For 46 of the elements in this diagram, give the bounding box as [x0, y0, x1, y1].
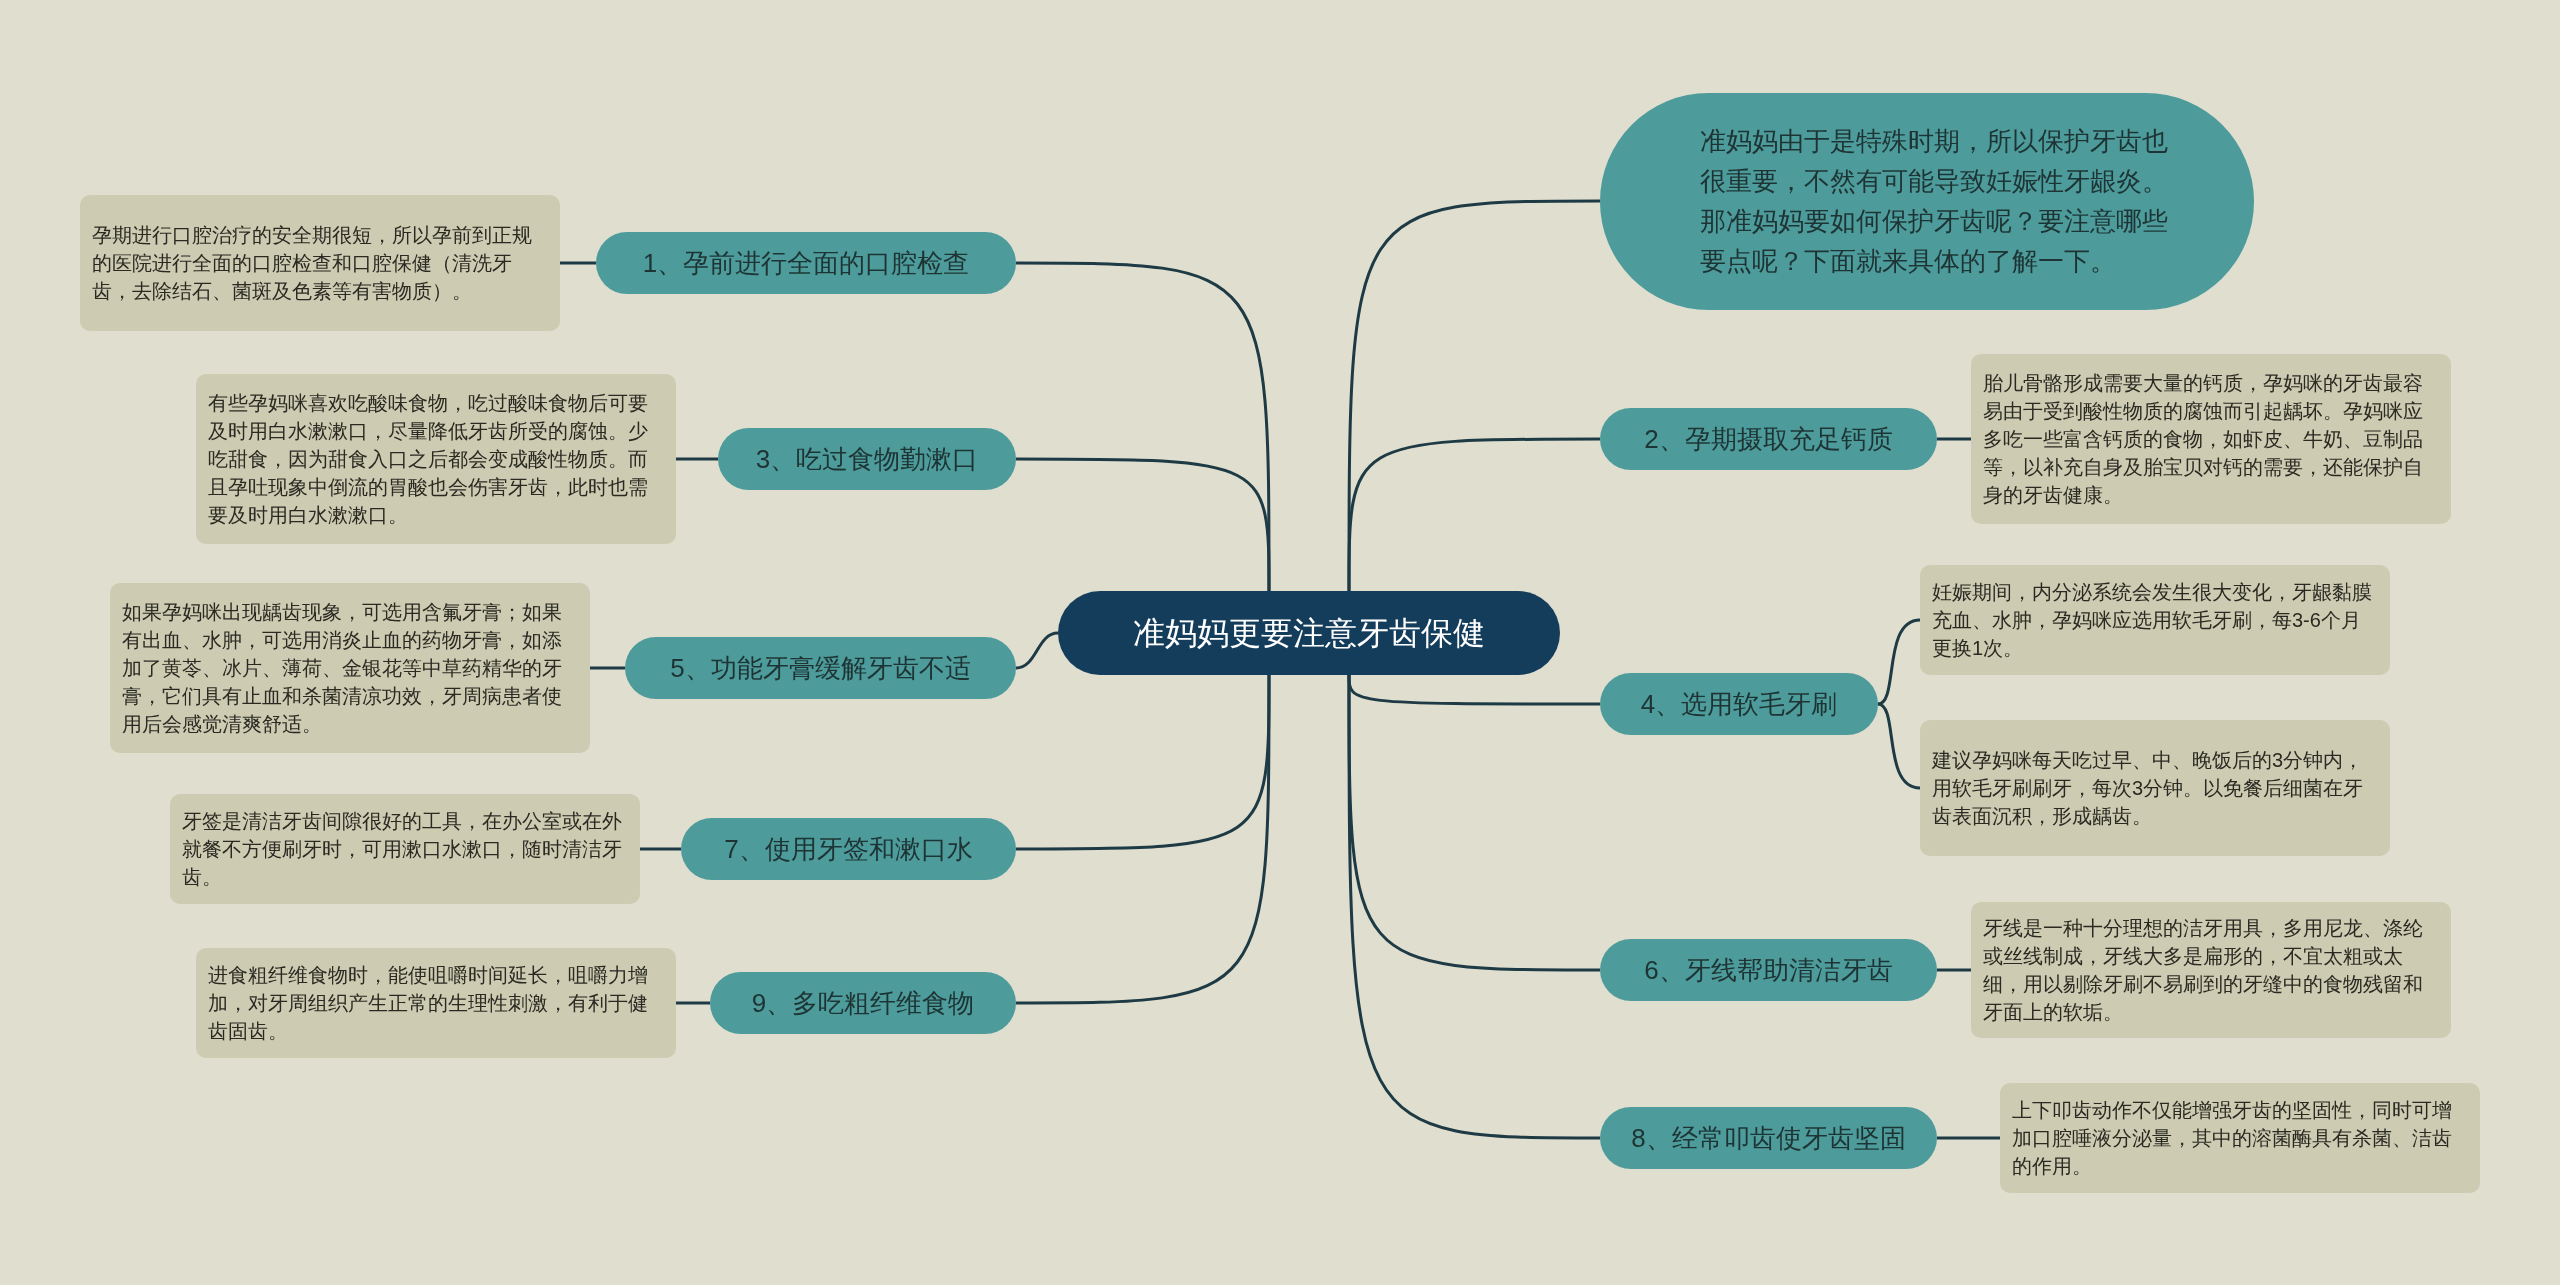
detail-text: 牙线是一种十分理想的洁牙用具，多用尼龙、涤纶或丝线制成，牙线大多是扁形的，不宜太粗或太细，用以剔除牙刷不易刷到的牙缝中的食物残留和牙面上的软垢。 [1983, 916, 2424, 1025]
connector-line [1015, 631, 1059, 670]
detail-text: 胎儿骨骼形成需要大量的钙质，孕妈咪的牙齿最容易由于受到酸性物质的腐蚀而引起龋坏。孕妈咪应多吃一些富含钙质的食物，如虾皮、牛奶、豆制品等，以补充自身及胎宝贝对钙的需要，还能保护自身的牙齿健康。 [1983, 371, 2424, 508]
detail-text: 建议孕妈咪每天吃过早、中、晚饭后的3分钟内，用软毛牙刷刷牙，每次3分钟。以免餐后细菌在牙齿表面沉积，形成龋齿。 [1932, 748, 2365, 829]
branch-label: 6、牙线帮助清洁牙齿 [1644, 953, 1893, 987]
branch-label: 7、使用牙签和漱口水 [724, 832, 973, 866]
connector-line [676, 1001, 710, 1005]
detail-text: 如果孕妈咪出现龋齿现象，可选用含氟牙膏；如果有出血、水肿，可选用消炎止血的药物牙膏，如添加了黄苓、冰片、薄荷、金银花等中草药精华的牙膏，它们具有止血和杀菌清凉功效，牙周病患者使用后会感觉清爽舒适。 [122, 600, 563, 737]
detail-card [80, 195, 560, 331]
connector-line [1877, 702, 1921, 790]
connector-line [1937, 968, 1971, 972]
detail-card [196, 374, 676, 544]
detail-card [196, 948, 676, 1058]
connector-line [1937, 437, 1971, 441]
branch-label: 3、吃过食物勤漱口 [755, 442, 979, 476]
connector-line [1937, 1136, 2000, 1140]
connector-line [1877, 618, 1921, 706]
branch-label: 2、孕期摄取充足钙质 [1644, 422, 1893, 456]
detail-card [1971, 902, 2451, 1038]
connector-line [1347, 675, 1600, 1140]
detail-text: 有些孕妈咪喜欢吃酸味食物，吃过酸味食物后可要及时用白水漱漱口，尽量降低牙齿所受的腐蚀。少吃甜食，因为甜食入口之后都会变成酸性物质。而且孕吐现象中倒流的胃酸也会伤害牙齿，此时也需要及时用白水漱漱口。 [208, 391, 649, 528]
branch-label: 5、功能牙膏缓解牙齿不适 [670, 651, 971, 685]
connector-line [676, 457, 718, 461]
detail-card [110, 583, 590, 753]
detail-card [1971, 354, 2451, 524]
intro-text: 准妈妈由于是特殊时期，所以保护牙齿也很重要，不然有可能导致妊娠性牙龈炎。那准妈妈要如何保护牙齿呢？要注意哪些要点呢？下面就来具体的了解一下。 [1700, 125, 2169, 278]
detail-text: 上下叩齿动作不仅能增强牙齿的坚固性，同时可增加口腔唾液分泌量，其中的溶菌酶具有杀菌、洁齿的作用。 [2012, 1098, 2453, 1179]
detail-text: 妊娠期间，内分泌系统会发生很大变化，牙龈黏膜充血、水肿，孕妈咪应选用软毛牙刷，每3-6个月更换1次。 [1932, 580, 2373, 661]
detail-card [1920, 720, 2390, 856]
detail-text: 牙签是清洁牙齿间隙很好的工具，在办公室或在外就餐不方便刷牙时，可用漱口水漱口，随时清洁牙齿。 [182, 809, 623, 890]
connector-line [640, 847, 681, 851]
branch-label: 9、多吃粗纤维食物 [751, 986, 975, 1020]
connector-line [590, 666, 625, 670]
branch-label: 1、孕前进行全面的口腔检查 [642, 246, 970, 280]
detail-text: 孕期进行口腔治疗的安全期很短，所以孕前到正规的医院进行全面的口腔检查和口腔保健（清洗牙齿，去除结石、菌斑及色素等有害物质）。 [92, 223, 533, 304]
connector-line [560, 261, 596, 265]
detail-card [170, 794, 640, 904]
topic-title: 准妈妈更要注意牙齿保健 [1133, 614, 1485, 653]
detail-card [2000, 1083, 2480, 1193]
detail-text: 进食粗纤维食物时，能使咀嚼时间延长，咀嚼力增加，对牙周组织产生正常的生理性刺激，有利于健齿固齿。 [208, 963, 649, 1044]
connector-line [1016, 675, 1271, 1005]
branch-label: 4、选用软毛牙刷 [1640, 687, 1838, 721]
connector-line [1016, 457, 1271, 591]
detail-card [1920, 565, 2390, 675]
branch-label: 8、经常叩齿使牙齿坚固 [1631, 1121, 1906, 1155]
connector-line [1347, 437, 1600, 591]
